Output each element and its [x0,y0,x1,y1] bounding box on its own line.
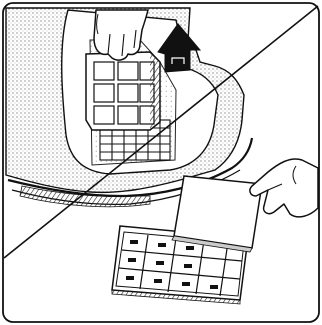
filter-frame-lifted [86,52,160,130]
filter-pad-sheet [174,176,262,248]
